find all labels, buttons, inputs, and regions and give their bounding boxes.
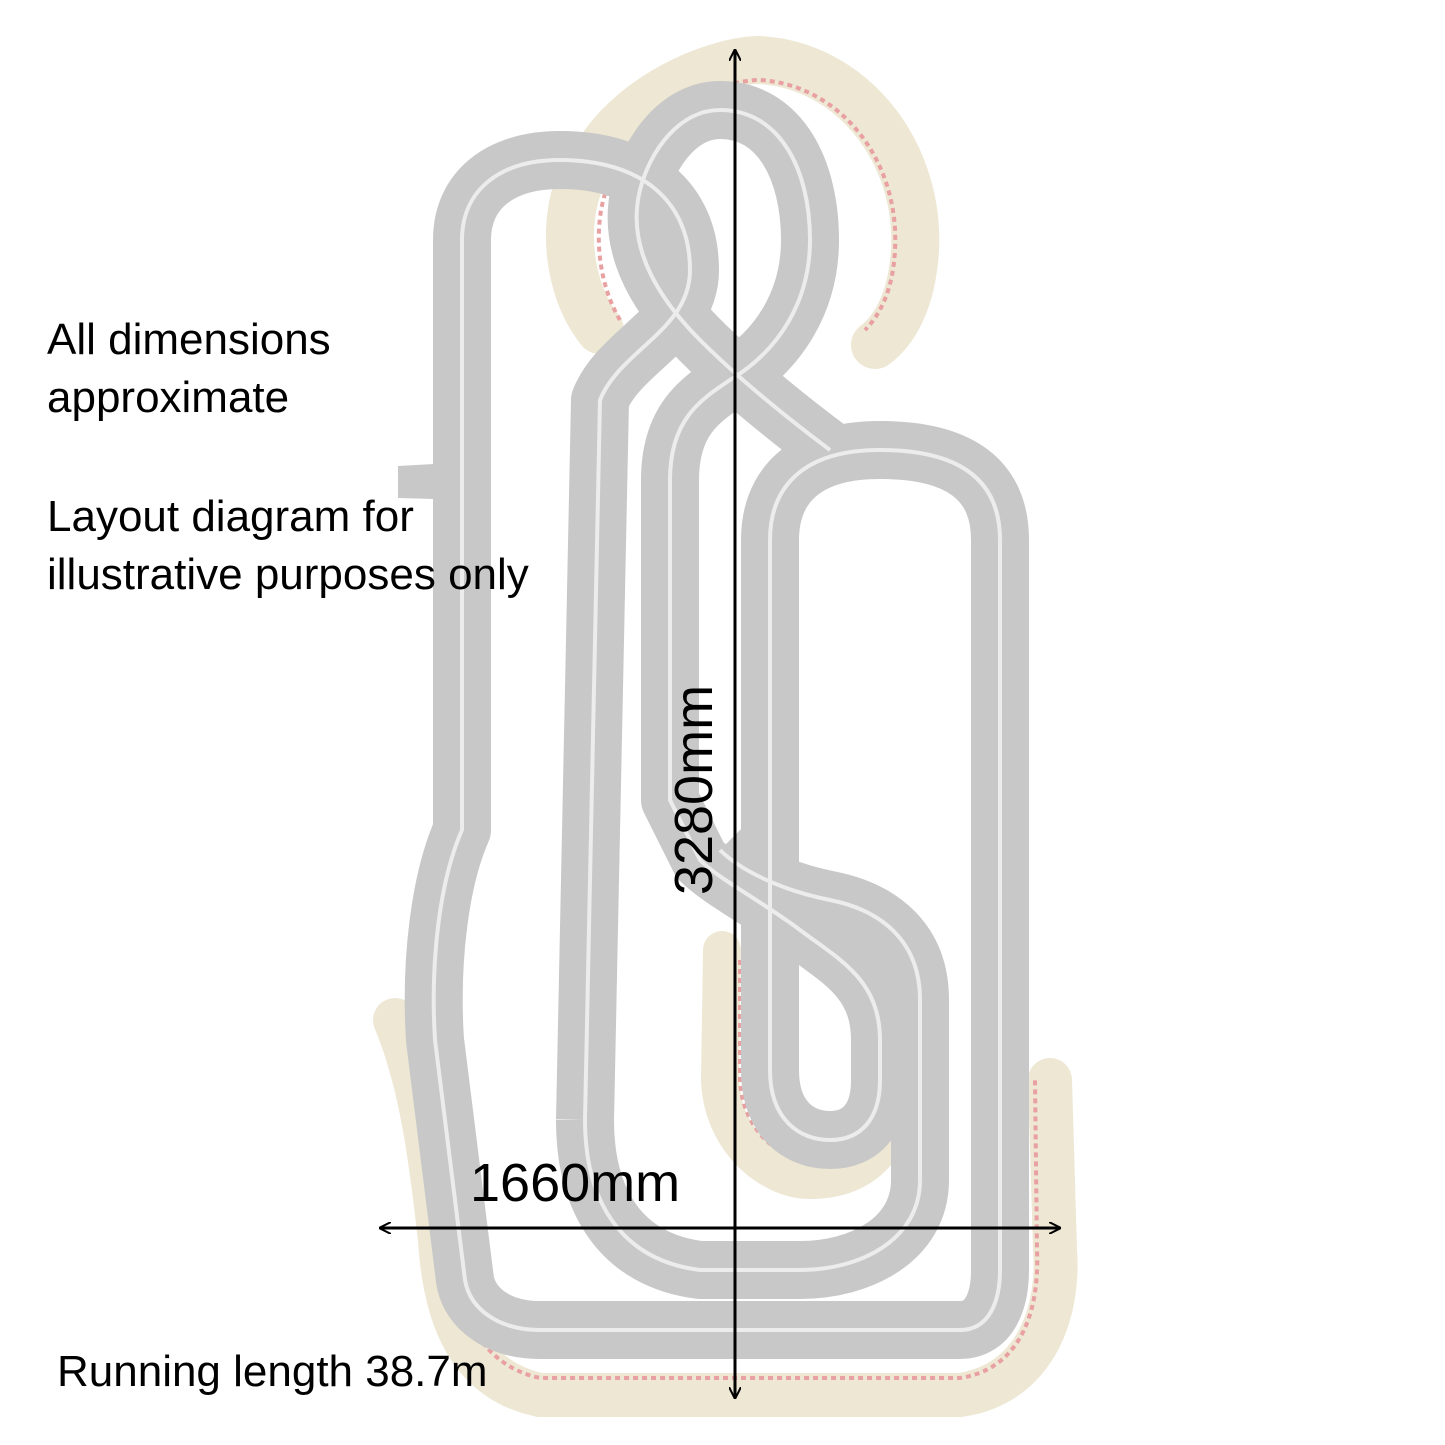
note-line-1: All dimensions (47, 315, 331, 364)
lane-lines (431, 107, 1002, 1332)
lane-inner-run (583, 848, 922, 1272)
note-line-4: illustrative purposes only (47, 550, 529, 599)
note-line-2: approximate (47, 373, 290, 422)
height-dimension-label: 3280mm (664, 684, 724, 896)
lane-outer-loop (431, 107, 1002, 1332)
note-line-3: Layout diagram for (47, 492, 414, 541)
note-dimensions: All dimensions approximate (47, 311, 331, 427)
width-dimension-label: 1660mm (470, 1153, 681, 1213)
note-illustrative: Layout diagram for illustrative purposes … (47, 488, 529, 604)
lane-outer-left (460, 157, 693, 1121)
running-length-label: Running length 38.7m (57, 1347, 488, 1396)
curb-top (596, 77, 898, 332)
runoff-top (546, 35, 940, 369)
